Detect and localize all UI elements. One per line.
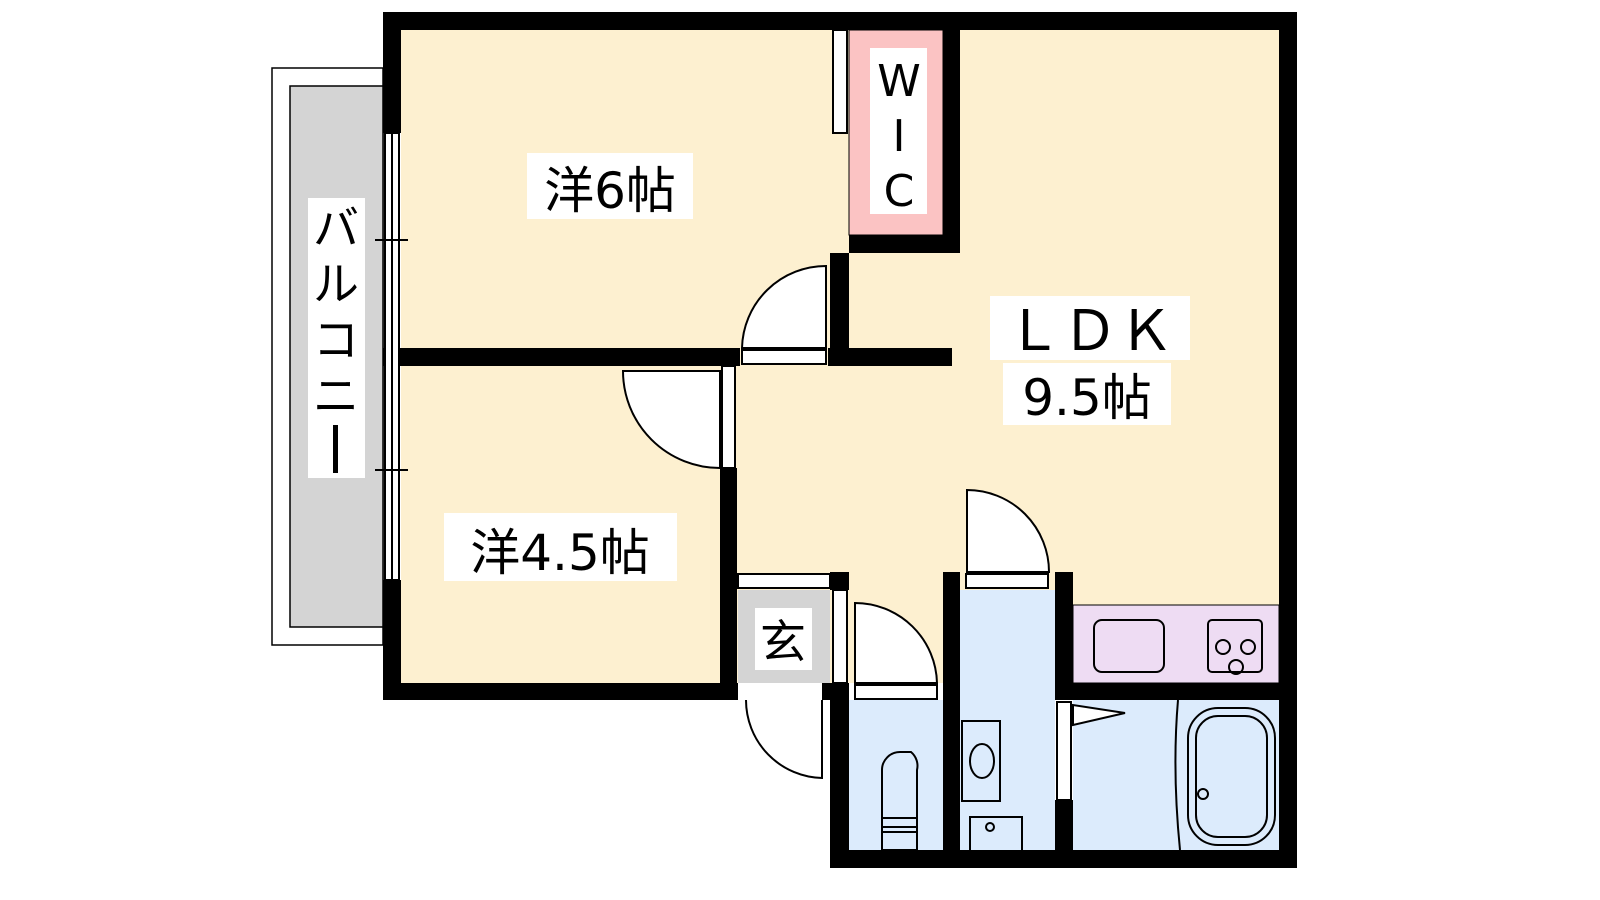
door-bath bbox=[1072, 703, 1126, 727]
label-ldk: ＬＤＫ bbox=[1006, 299, 1174, 364]
fixtures bbox=[881, 619, 1276, 868]
label-balcony-3: コ bbox=[313, 313, 359, 367]
label-balcony-5: ー bbox=[336, 467, 337, 469]
toilet-icon bbox=[881, 751, 919, 847]
walls bbox=[383, 12, 1297, 868]
label-entrance: 玄 bbox=[760, 615, 806, 669]
washer-icon bbox=[969, 816, 1023, 868]
label-western-4-5: 洋4.5帖 bbox=[470, 524, 650, 582]
windows bbox=[375, 29, 1072, 801]
label-balcony-4: ニ bbox=[313, 369, 359, 423]
label-ldk-size: 9.5帖 bbox=[1022, 369, 1152, 427]
label-balcony-5-bar bbox=[333, 425, 338, 473]
label-western-6: 洋6帖 bbox=[544, 162, 676, 220]
door-washroom bbox=[966, 488, 1051, 573]
door-western6 bbox=[740, 264, 827, 349]
toilet-room bbox=[849, 700, 943, 850]
doors bbox=[621, 264, 1126, 780]
door-western45 bbox=[621, 370, 721, 470]
bathtub-icon bbox=[1187, 707, 1276, 846]
label-wic-i: I bbox=[893, 111, 906, 162]
sink-icon bbox=[1093, 619, 1165, 673]
basin-icon bbox=[961, 720, 1001, 802]
kitchen-counter bbox=[1072, 604, 1280, 684]
label-wic-c: C bbox=[884, 166, 915, 217]
label-wic-w: W bbox=[877, 56, 921, 107]
label-balcony-1: バ bbox=[313, 201, 359, 255]
door-toilet bbox=[854, 601, 939, 684]
stove-icon bbox=[1207, 619, 1263, 673]
door-entrance bbox=[745, 699, 823, 780]
label-balcony-2: ル bbox=[313, 257, 359, 311]
